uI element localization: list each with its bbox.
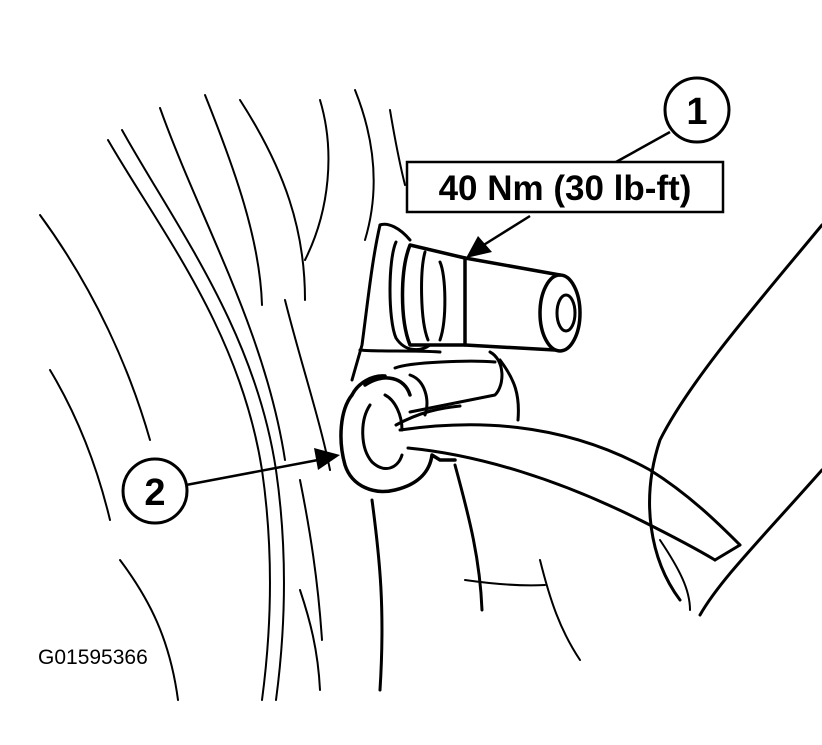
callout-2-leader <box>185 458 319 487</box>
bolt <box>388 240 582 353</box>
callout-2-circle <box>121 457 189 525</box>
callout-1-number: 1 <box>686 91 707 133</box>
callout-2: 2 <box>121 448 340 525</box>
callout-2-number: 2 <box>144 472 165 514</box>
torque-spec-label: 40 Nm (30 lb-ft) <box>405 160 725 214</box>
background-contours <box>39 89 406 701</box>
callout-1-arrow-line <box>481 214 531 248</box>
callout-2-arrowhead <box>314 448 340 470</box>
torque-spec-text: 40 Nm (30 lb-ft) <box>439 169 692 208</box>
seat-belt-strap <box>394 404 742 562</box>
torque-spec-box <box>405 160 725 214</box>
callout-1: 1 <box>466 76 731 258</box>
callout-1-arrowhead <box>466 236 492 258</box>
right-contours <box>539 223 822 661</box>
callout-1-circle <box>663 76 731 144</box>
figure-id: G01595366 <box>38 646 148 669</box>
callout-1-leader <box>615 130 671 164</box>
mounting-bracket <box>350 222 546 692</box>
anchor-loop <box>339 350 504 494</box>
